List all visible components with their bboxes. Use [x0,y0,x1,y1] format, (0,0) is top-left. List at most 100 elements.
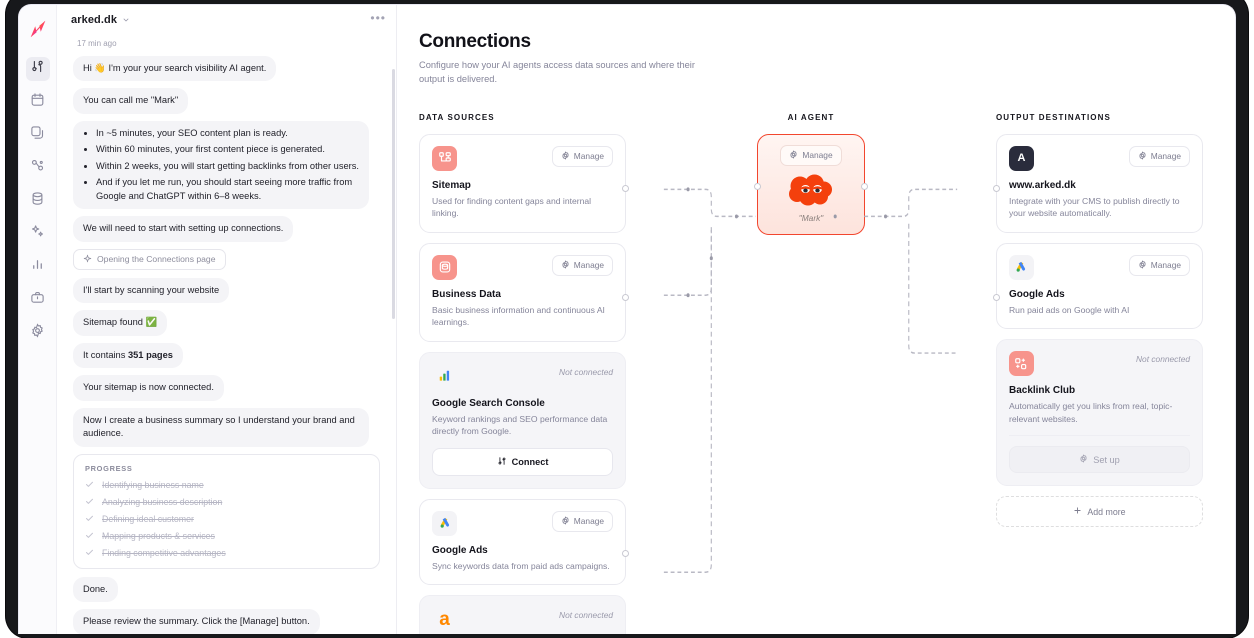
connection-port[interactable] [992,293,1000,301]
chat-message: I'll start by scanning your website [73,277,230,304]
manage-button[interactable]: Manage [551,254,614,276]
sidebar-item-ai-sparkle[interactable] [26,222,50,246]
ai-agent-column: AI AGENT Manage [724,113,898,634]
gear-icon [1079,454,1088,465]
page-subtitle: Configure how your AI agents access data… [419,60,695,84]
manage-label: Manage [573,516,605,527]
manage-button[interactable]: Manage [780,144,842,166]
briefcase-icon [30,290,45,310]
data-source-card-business-data[interactable]: Manage Business Data Basic business info… [419,242,630,342]
manage-label: Manage [1150,151,1182,162]
connection-port-out[interactable] [861,182,868,190]
ai-agent-card[interactable]: Manage [754,133,868,235]
chat-timestamp: 17 min ago [77,39,117,48]
app-window: arked.dk ••• 17 min ago Hi 👋 I'm your yo… [18,4,1236,634]
list-item: Within 2 weeks, you will start getting b… [96,160,359,173]
data-source-card-google-ads[interactable]: Manage Google Ads Sync keywords data fro… [419,498,630,586]
manage-button[interactable]: Manage [1128,254,1191,276]
progress-item-label: Analyzing business description [102,496,223,507]
chat-panel: arked.dk ••• 17 min ago Hi 👋 I'm your yo… [57,5,397,634]
progress-item: Finding competitive advantages [85,548,368,558]
data-source-card-sitemap[interactable]: Manage Sitemap Used for finding content … [419,133,630,233]
manage-label: Manage [802,150,833,161]
plus-icon [1073,506,1082,517]
card-description: Integrate with your CMS to publish direc… [1008,195,1180,219]
connection-port-in[interactable] [754,182,761,190]
connection-port[interactable] [622,549,630,557]
output-card-google-ads[interactable]: Manage Google Ads Run paid ads on Google… [992,242,1204,330]
manage-button[interactable]: Manage [551,145,614,167]
chat-message: Done. [73,576,118,603]
gear-icon [561,515,570,527]
agent-name: "Mark" [798,212,824,223]
add-more-button[interactable]: Add more [995,496,1204,528]
divider [1008,435,1191,437]
list-item: And if you let me run, you should start … [96,176,359,203]
chat-message: Please review the summary. Click the [Ma… [73,609,320,634]
manage-button[interactable]: Manage [551,510,614,532]
status-chip-label: Opening the Connections page [97,254,216,265]
progress-item: Defining ideal customer [85,514,368,524]
set-up-label: Set up [1093,454,1120,465]
list-item: Within 60 minutes, your first content pi… [96,143,359,156]
output-card-backlink-club[interactable]: Not connected Backlink Club Automaticall… [995,339,1204,487]
sidebar-item-documents[interactable] [26,123,50,147]
database-icon [30,191,45,211]
sidebar-item-database[interactable] [26,189,50,213]
gear-icon [561,260,570,271]
gear-icon [561,151,570,162]
card-title: Google Ads [1008,288,1065,300]
card-title: www.arked.dk [1008,179,1076,191]
sidebar-item-connections[interactable] [26,156,50,180]
chevron-down-icon[interactable] [122,16,130,24]
connection-port[interactable] [992,184,1000,192]
connect-button[interactable]: Connect [432,447,614,476]
card-description: Keyword rankings and SEO performance dat… [432,413,608,437]
progress-label: PROGRESS [85,463,133,473]
backlink-club-icon [1008,351,1034,377]
output-card-arked-dk[interactable]: A Manage www.ar [992,133,1204,233]
column-heading: AI AGENT [787,112,835,122]
card-description: Automatically get you links from real, t… [1008,401,1173,424]
chat-message: Hi 👋 I'm your your search visibility AI … [73,56,277,82]
card-description: Used for finding content gaps and intern… [432,195,592,219]
calendar-icon [30,92,45,112]
progress-item-label: Identifying business name [102,479,204,490]
card-title: Google Search Console [432,397,545,409]
set-up-button[interactable]: Set up [1008,446,1191,474]
connection-port[interactable] [622,293,630,301]
chat-message-list[interactable]: 17 min ago Hi 👋 I'm your your search vis… [57,35,396,634]
progress-item: Identifying business name [85,480,368,490]
check-icon [85,480,94,489]
check-icon [85,514,94,523]
page-title: Connections [419,31,531,52]
check-icon [85,548,94,557]
gear-icon [1138,151,1147,162]
gear-icon [30,323,45,343]
sidebar-item-chat[interactable] [25,57,50,81]
status-chip: Opening the Connections page [73,248,226,270]
status-badge: Not connected [559,610,614,621]
connection-port[interactable] [622,184,630,192]
ahrefs-icon: a [439,609,450,631]
chat-message: Your sitemap is now connected. [73,375,224,401]
sparkle-icon [30,224,45,244]
card-description: Run paid ads on Google with AI [1008,304,1130,315]
left-icon-rail [19,5,57,634]
card-title: Sitemap [432,179,471,191]
data-source-card-ahrefs[interactable]: a Not connected Ahrefs Data Domain Autho… [419,595,627,634]
sidebar-item-briefcase[interactable] [26,288,50,312]
overflow-menu-button[interactable]: ••• [370,11,386,25]
data-source-card-google-search-console[interactable]: Not connected Google Search Console Keyw… [419,351,627,489]
sidebar-item-analytics[interactable] [26,255,50,279]
column-heading: OUTPUT DESTINATIONS [995,112,1111,122]
manage-button[interactable]: Manage [1128,145,1191,167]
card-title: Google Ads [432,544,488,556]
chat-scrollbar[interactable] [392,69,395,319]
chat-message: You can call me "Mark" [73,88,189,114]
workspace-title: arked.dk [71,14,118,26]
mark-blob-avatar-icon [786,174,836,207]
sidebar-item-calendar[interactable] [26,90,50,114]
sidebar-item-settings[interactable] [26,321,50,345]
